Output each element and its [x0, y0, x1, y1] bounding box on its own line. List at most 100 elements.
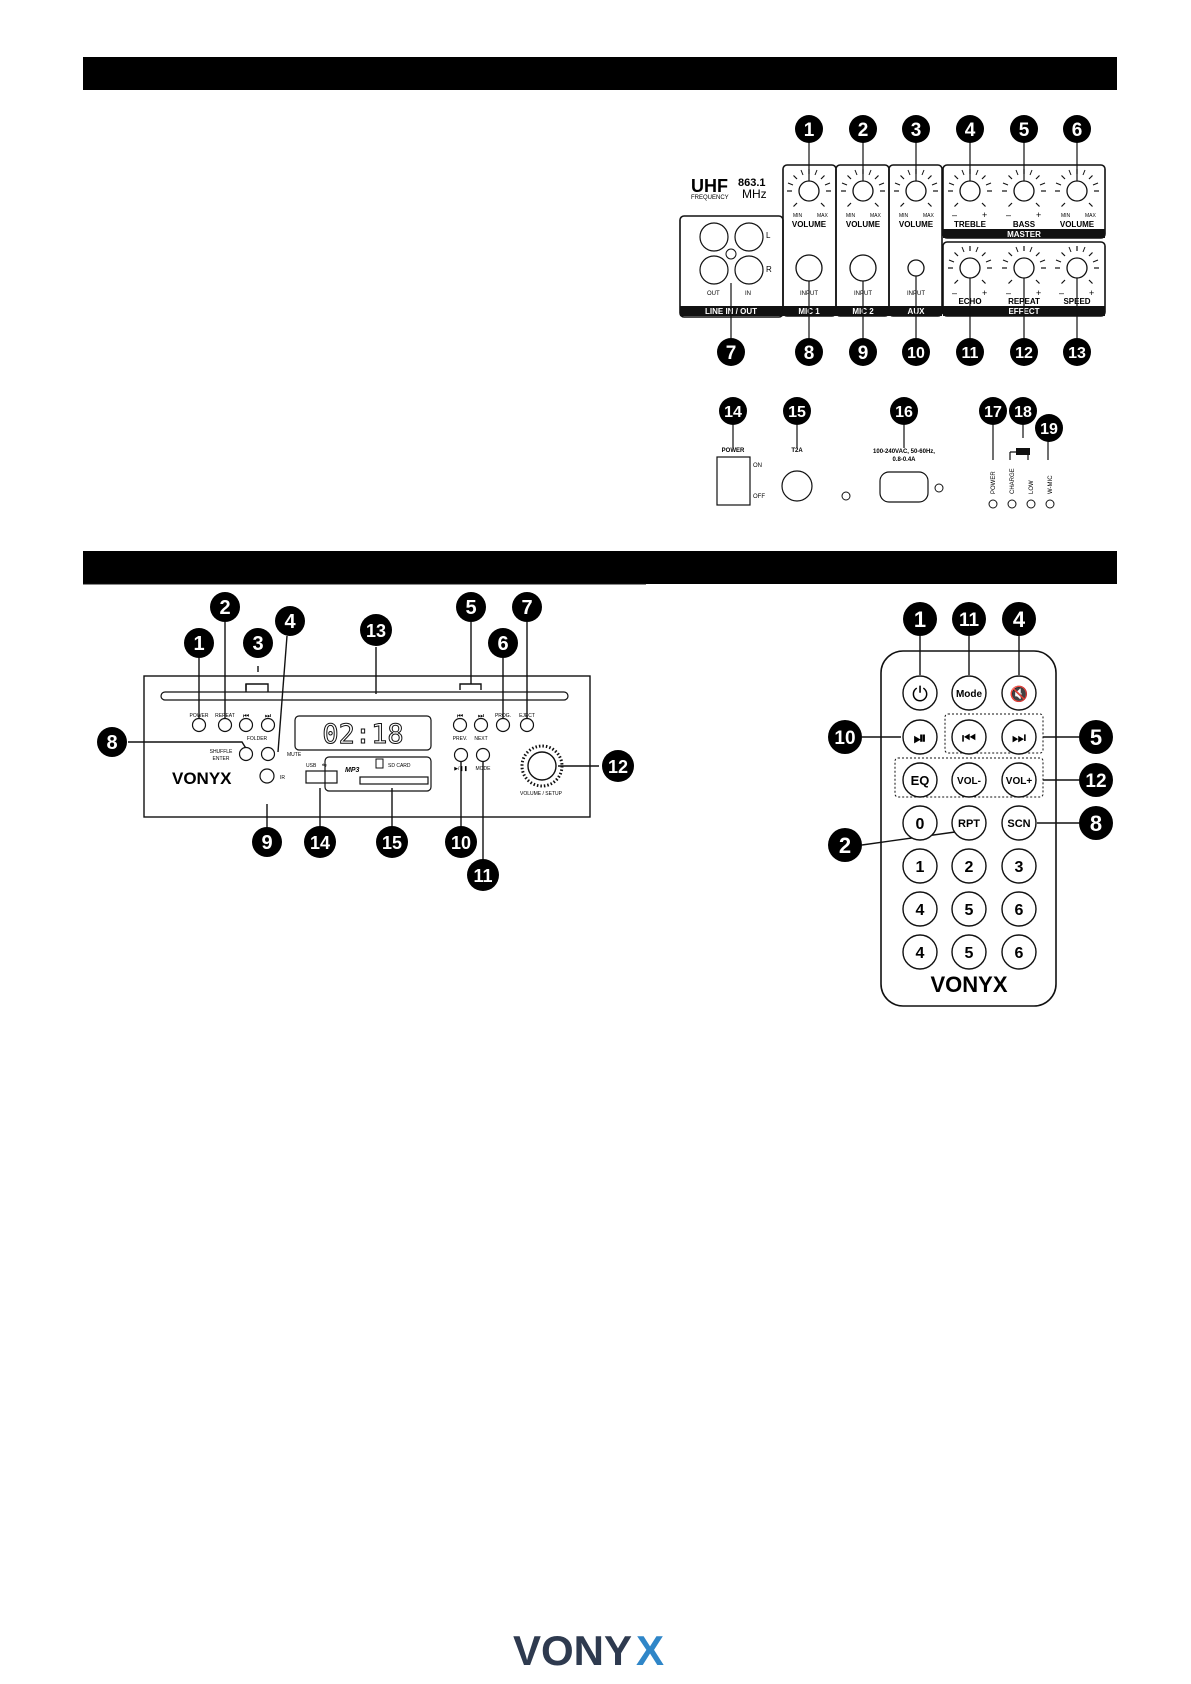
remote-mode-button[interactable]: [951, 675, 987, 711]
svg-text:2: 2: [839, 833, 851, 858]
callout-badge: 2: [210, 592, 240, 622]
remote-digit-button[interactable]: [951, 934, 987, 970]
remote-digit-button[interactable]: [902, 891, 938, 927]
mains-rating-line1: 100-240VAC, 50-60Hz,: [873, 449, 935, 455]
remote-power-button[interactable]: [902, 675, 938, 711]
svg-text:1: 1: [193, 633, 204, 655]
svg-text:13: 13: [366, 621, 386, 641]
power-icon: ⏻: [912, 684, 928, 706]
remote-digit-button[interactable]: [902, 848, 938, 884]
remote-scn-button[interactable]: [1001, 805, 1037, 841]
remote-scn-label: SCN: [1007, 818, 1030, 830]
callout-badge: 7: [512, 592, 542, 622]
callout-badge: 6: [488, 628, 518, 658]
callout-badge: 9: [252, 827, 282, 857]
remote-digit-button[interactable]: [951, 891, 987, 927]
remote-digit-button[interactable]: [1001, 891, 1037, 927]
knob-max-label: MAX: [817, 213, 829, 219]
remote-play-pause-button[interactable]: [902, 719, 938, 755]
mp3-logo: MP3: [345, 767, 360, 774]
speed-plus: +: [1089, 288, 1094, 298]
svg-text:3: 3: [252, 633, 263, 655]
mains-rating-line2: 0.8-0.4A: [892, 457, 916, 463]
callout-badge: 3: [243, 628, 273, 658]
led-power-label: POWER: [991, 471, 997, 494]
remote-digit-button[interactable]: [1001, 848, 1037, 884]
remote-rpt-button[interactable]: [951, 805, 987, 841]
svg-text:7: 7: [726, 343, 737, 364]
skip-forward-icon: ⏭: [265, 713, 272, 720]
fuse-holder: [781, 470, 813, 502]
prev-label: PREV.: [453, 736, 468, 742]
remote-digit-button[interactable]: [1001, 934, 1037, 970]
lcd-display: [294, 715, 432, 751]
svg-text:3: 3: [911, 120, 922, 141]
jack-r-label: R: [766, 265, 772, 274]
eject-button: [519, 717, 535, 733]
svg-text:18: 18: [1014, 404, 1032, 421]
svg-text:1: 1: [914, 607, 926, 632]
lcd-time: 02:18: [322, 719, 403, 750]
svg-text:12: 12: [1085, 771, 1106, 792]
power-off-label: OFF: [753, 494, 765, 500]
remote-next-button[interactable]: [1001, 719, 1037, 755]
mains-screw-left: [841, 491, 851, 501]
remote-prev-button[interactable]: [951, 719, 987, 755]
svg-text:5: 5: [465, 597, 476, 619]
remote-digit-label: 6: [1015, 902, 1024, 919]
remote-digit-button[interactable]: [951, 848, 987, 884]
svg-text:11: 11: [962, 345, 979, 362]
remote-eq-button[interactable]: [902, 762, 938, 798]
svg-text:4: 4: [965, 120, 976, 141]
remote-zero-button[interactable]: [902, 805, 938, 841]
svg-text:2: 2: [219, 597, 230, 619]
svg-text:13: 13: [1068, 345, 1086, 362]
callout-badge: 2: [828, 828, 862, 862]
remote-digit-label: 5: [965, 902, 974, 919]
callout-badge: 17: [979, 397, 1007, 425]
callout-badge: 4: [1002, 602, 1036, 636]
remote-mute-button[interactable]: [1001, 675, 1037, 711]
svg-text:6: 6: [1072, 120, 1083, 141]
callout-badge: 9: [849, 338, 877, 366]
knob-max-label: MAX: [923, 213, 935, 219]
svg-text:10: 10: [834, 728, 855, 749]
callout-badge: 10: [445, 826, 477, 858]
svg-text:17: 17: [984, 404, 1002, 421]
usb-label: USB: [306, 763, 317, 769]
remote-vol-down-label: VOL-: [957, 776, 981, 787]
fuse-label: T2A: [791, 448, 803, 454]
svg-text:14: 14: [724, 404, 742, 421]
jack-l-label: L: [766, 231, 771, 240]
callout-badge: 7: [717, 338, 745, 366]
fast-forward-icon: ⏭: [1012, 730, 1026, 747]
remote-vol-down-button[interactable]: [951, 762, 987, 798]
treble-plus: +: [982, 210, 987, 220]
remote-digit-button[interactable]: [902, 934, 938, 970]
uhf-label: UHF: [691, 176, 728, 196]
treble-minus: –: [952, 210, 957, 220]
callout-badge: 2: [849, 115, 877, 143]
jack-out-l: [699, 222, 729, 252]
mains-screw-right: [934, 483, 944, 493]
footer-brand-logo: VONY X: [513, 1627, 664, 1674]
master-max-label: MAX: [1085, 213, 1097, 219]
treble-knob: [959, 180, 981, 202]
master-volume-knob: [1066, 180, 1088, 202]
remote-vol-up-button[interactable]: [1001, 762, 1037, 798]
callout-badge: 5: [1010, 115, 1038, 143]
jack-center: [725, 248, 737, 260]
callout-badge: 5: [456, 592, 486, 622]
echo-plus: +: [982, 288, 987, 298]
ir-sensor: [259, 768, 275, 784]
mic2-volume-label: VOLUME: [846, 220, 881, 229]
svg-text:1: 1: [804, 120, 815, 141]
callout-badge: 11: [467, 859, 499, 891]
svg-text:12: 12: [608, 757, 628, 777]
skip-group-outline: [944, 713, 1044, 754]
svg-text:10: 10: [907, 345, 925, 362]
remote-digit-label: 6: [1015, 945, 1024, 962]
callout-badge: 13: [1063, 338, 1091, 366]
callout-badge: 10: [902, 338, 930, 366]
